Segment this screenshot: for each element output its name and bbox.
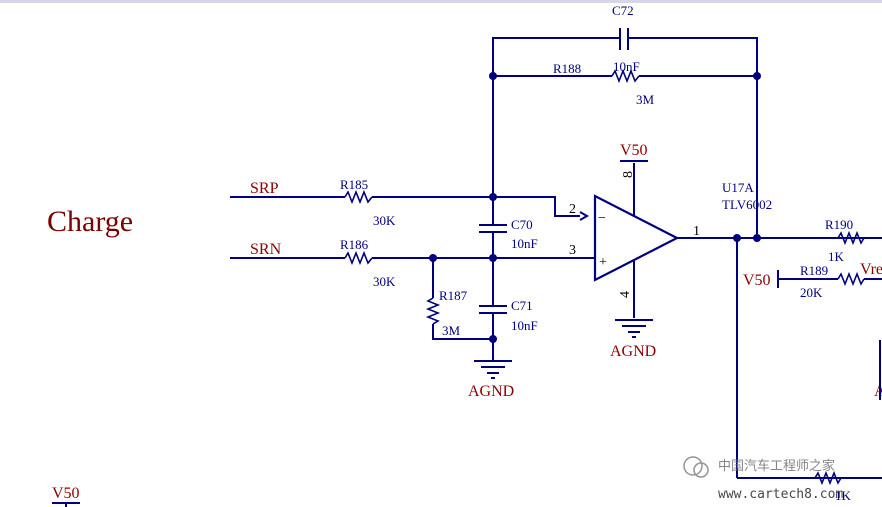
pin-3-label: 3 [569, 243, 576, 258]
v50-left-label: V50 [743, 272, 771, 289]
c72-ref: C72 [612, 3, 634, 18]
u17a-ref: U17A [722, 180, 754, 195]
r187-resistor-group [425, 258, 493, 340]
pin-8-label: 8 [621, 171, 636, 178]
c71-ref: C71 [511, 298, 533, 313]
r188-resistor [611, 68, 640, 84]
r190-resistor [837, 230, 865, 246]
charge-title: Charge [47, 205, 133, 238]
r189-value: 20K [800, 285, 823, 300]
agnd-label-1: AGND [468, 383, 514, 400]
r189-ref: R189 [800, 263, 828, 278]
pin-4-label: 4 [618, 291, 633, 298]
c70-ref: C70 [511, 217, 533, 232]
srn-net-label: SRN [250, 241, 282, 258]
agnd-symbol-2 [615, 319, 653, 338]
srn-path [230, 250, 595, 266]
feedback-network [489, 28, 761, 238]
wechat-icon [683, 456, 703, 476]
v50-top-label: V50 [620, 142, 648, 159]
r186-resistor [344, 250, 373, 266]
u17a-part: TLV6002 [722, 197, 772, 212]
a-partial-label: A [874, 383, 882, 400]
watermark-line-2: www.cartech8.com [718, 487, 843, 502]
r186-value: 30K [373, 274, 396, 289]
r190-ref: R190 [825, 217, 853, 232]
srp-net-label: SRP [250, 180, 279, 197]
r188-value-1: 10nF [613, 59, 640, 74]
r185-resistor [344, 189, 373, 205]
r187-ref: R187 [439, 288, 468, 303]
r188-value-2: 3M [636, 92, 655, 107]
r189-group [777, 270, 882, 288]
r190-value: 1K [828, 249, 845, 264]
c71-value: 10nF [511, 318, 538, 333]
r185-ref: R185 [340, 177, 368, 192]
bottom-resistor [814, 470, 842, 486]
top-border [0, 0, 882, 3]
watermark-line-1: 中国汽车工程师之家 [718, 458, 835, 474]
opamp-plus-sign: + [599, 255, 607, 270]
r188-ref: R188 [553, 61, 581, 76]
srp-path [230, 189, 590, 221]
r187-resistor [425, 297, 441, 325]
c70-value: 10nF [511, 236, 538, 251]
watermark: 中国汽车工程师之家 www.cartech8.com [683, 456, 843, 502]
c70-capacitor [479, 197, 507, 258]
c71-capacitor [479, 258, 507, 361]
pin-2-label: 2 [569, 202, 576, 217]
r186-ref: R186 [340, 237, 369, 252]
agnd-symbol-1 [474, 360, 512, 379]
bottom-resistor-value: 1K [835, 488, 852, 503]
pin-1-label: 1 [693, 224, 700, 239]
opamp-minus-sign: − [598, 211, 606, 226]
r189-resistor [837, 271, 865, 287]
vref-partial-label: Vre [860, 261, 882, 278]
v50-bottom-label: V50 [52, 485, 80, 502]
agnd-label-2: AGND [610, 343, 656, 360]
r185-value: 30K [373, 213, 396, 228]
r187-value: 3M [442, 323, 461, 338]
